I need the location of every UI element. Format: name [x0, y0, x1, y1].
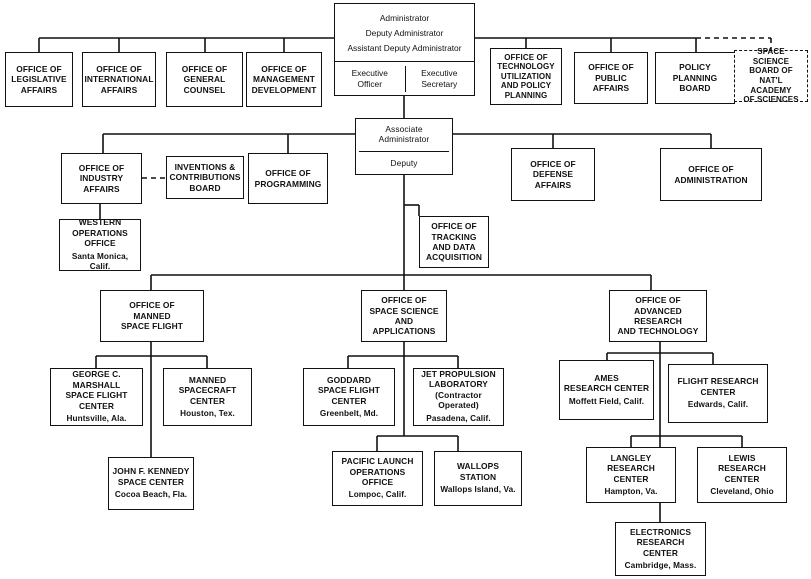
executive-secretary-line2: Secretary — [421, 78, 458, 89]
executive-row: Executive Officer Executive Secretary — [335, 61, 474, 95]
office-industry-affairs: OFFICE OF INDUSTRY AFFAIRS — [61, 153, 142, 204]
office-international-affairs-label: OFFICE OF INTERNATIONAL AFFAIRS — [84, 63, 154, 95]
electronics-research-center-label: ELECTRONICS RESEARCH CENTER — [629, 526, 692, 558]
pacific-launch-operations-office-label: PACIFIC LAUNCH OPERATIONS OFFICE — [341, 456, 414, 487]
associate-administrator-title: Associate Administrator — [378, 124, 430, 145]
office-general-counsel: OFFICE OF GENERAL COUNSEL — [166, 52, 243, 107]
western-operations-office: WESTERN OPERATIONS OFFICE Santa Monica, … — [59, 217, 141, 272]
manned-spacecraft-center: MANNED SPACECRAFT CENTER Houston, Tex. — [163, 368, 252, 426]
western-operations-office-label: WESTERN OPERATIONS OFFICE — [72, 217, 128, 249]
space-science-board-label: SPACE SCIENCE BOARD OF NAT'L ACADEMY OF … — [743, 47, 799, 105]
jet-propulsion-laboratory-location: Pasadena, Calif. — [426, 413, 491, 423]
ames-research-center-location: Moffett Field, Calif. — [568, 396, 645, 406]
kennedy-space-center-location: Cocoa Beach, Fla. — [114, 490, 188, 500]
goddard-space-flight-center: GODDARD SPACE FLIGHT CENTER Greenbelt, M… — [303, 368, 395, 426]
office-general-counsel-label: OFFICE OF GENERAL COUNSEL — [181, 63, 228, 95]
jet-propulsion-laboratory-label: JET PROPULSION LABORATORY — [421, 368, 496, 390]
administrator-title: Administrator — [379, 13, 430, 23]
lewis-research-center-location: Cleveland, Ohio — [710, 486, 774, 496]
lewis-research-center: LEWIS RESEARCH CENTER Cleveland, Ohio — [697, 447, 787, 503]
office-manned-space-flight: OFFICE OF MANNED SPACE FLIGHT — [100, 290, 204, 342]
office-legislative-affairs: OFFICE OF LEGISLATIVE AFFAIRS — [5, 52, 73, 107]
electronics-research-center-location: Cambridge, Mass. — [624, 560, 697, 570]
associate-administrator-box: Associate Administrator Deputy — [355, 118, 453, 175]
manned-spacecraft-center-label: MANNED SPACECRAFT CENTER — [178, 374, 237, 406]
langley-research-center: LANGLEY RESEARCH CENTER Hampton, Va. — [586, 447, 676, 503]
executive-officer-line1: Executive — [351, 68, 388, 79]
western-operations-office-location: Santa Monica, Calif. — [71, 251, 129, 272]
associate-divider — [359, 150, 449, 152]
office-management-development-label: OFFICE OF MANAGEMENT DEVELOPMENT — [251, 63, 317, 95]
policy-planning-board-label: POLICY PLANNING BOARD — [672, 62, 718, 94]
inventions-contributions-board: INVENTIONS & CONTRIBUTIONS BOARD — [166, 156, 244, 199]
marshall-space-flight-center-location: Huntsville, Ala. — [66, 414, 127, 424]
goddard-space-flight-center-label: GODDARD SPACE FLIGHT CENTER — [318, 374, 380, 406]
deputy-administrator-title: Deputy Administrator — [365, 28, 444, 38]
jet-propulsion-laboratory-note: (Contractor Operated) — [435, 389, 482, 411]
executive-officer-line2: Officer — [357, 78, 382, 89]
office-technology-utilization-label: OFFICE OF TECHNOLOGY UTILIZATION AND POL… — [497, 52, 555, 100]
office-programming: OFFICE OF PROGRAMMING — [248, 153, 328, 204]
assistant-deputy-administrator-title: Assistant Deputy Administrator — [347, 43, 462, 53]
executive-divider — [405, 66, 406, 92]
administrator-box: Administrator Deputy Administrator Assis… — [334, 3, 475, 96]
marshall-space-flight-center: GEORGE C. MARSHALL SPACE FLIGHT CENTER H… — [50, 368, 143, 426]
office-defense-affairs-label: OFFICE OF DEFENSE AFFAIRS — [530, 158, 576, 190]
office-legislative-affairs-label: OFFICE OF LEGISLATIVE AFFAIRS — [11, 63, 67, 95]
pacific-launch-operations-office: PACIFIC LAUNCH OPERATIONS OFFICE Lompoc,… — [332, 451, 423, 506]
office-advanced-research-technology: OFFICE OF ADVANCED RESEARCH AND TECHNOLO… — [609, 290, 707, 342]
executive-secretary: Executive Secretary — [405, 62, 475, 95]
office-administration-label: OFFICE OF ADMINISTRATION — [674, 164, 748, 185]
office-advanced-research-technology-label: OFFICE OF ADVANCED RESEARCH AND TECHNOLO… — [617, 295, 699, 337]
space-science-board: SPACE SCIENCE BOARD OF NAT'L ACADEMY OF … — [734, 47, 808, 105]
wallops-station: WALLOPS STATION Wallops Island, Va. — [434, 451, 522, 506]
goddard-space-flight-center-location: Greenbelt, Md. — [319, 408, 379, 418]
flight-research-center-label: FLIGHT RESEARCH CENTER — [677, 376, 759, 397]
office-manned-space-flight-label: OFFICE OF MANNED SPACE FLIGHT — [121, 300, 183, 332]
wallops-station-label: WALLOPS STATION — [456, 461, 500, 482]
jet-propulsion-laboratory: JET PROPULSION LABORATORY (Contractor Op… — [413, 368, 504, 426]
executive-officer: Executive Officer — [335, 62, 405, 95]
manned-spacecraft-center-location: Houston, Tex. — [180, 408, 235, 418]
office-technology-utilization: OFFICE OF TECHNOLOGY UTILIZATION AND POL… — [490, 48, 562, 105]
langley-research-center-location: Hampton, Va. — [604, 486, 658, 496]
langley-research-center-label: LANGLEY RESEARCH CENTER — [607, 452, 655, 484]
associate-deputy-title: Deputy — [390, 157, 418, 168]
office-space-science-applications-label: OFFICE OF SPACE SCIENCE AND APPLICATIONS — [369, 295, 439, 337]
office-public-affairs: OFFICE OF PUBLIC AFFAIRS — [574, 52, 648, 104]
ames-research-center: AMES RESEARCH CENTER Moffett Field, Cali… — [559, 360, 654, 420]
kennedy-space-center: JOHN F. KENNEDY SPACE CENTER Cocoa Beach… — [108, 457, 194, 510]
electronics-research-center: ELECTRONICS RESEARCH CENTER Cambridge, M… — [615, 522, 706, 576]
office-administration: OFFICE OF ADMINISTRATION — [660, 148, 762, 201]
lewis-research-center-label: LEWIS RESEARCH CENTER — [718, 452, 766, 484]
executive-secretary-line1: Executive — [421, 68, 458, 79]
office-space-science-applications: OFFICE OF SPACE SCIENCE AND APPLICATIONS — [361, 290, 447, 342]
office-tracking-data-acquisition-label: OFFICE OF TRACKING AND DATA ACQUISITION — [425, 221, 482, 263]
ames-research-center-label: AMES RESEARCH CENTER — [563, 372, 650, 394]
kennedy-space-center-label: JOHN F. KENNEDY SPACE CENTER — [112, 466, 190, 487]
office-tracking-data-acquisition: OFFICE OF TRACKING AND DATA ACQUISITION — [419, 216, 489, 268]
flight-research-center: FLIGHT RESEARCH CENTER Edwards, Calif. — [668, 364, 768, 423]
marshall-space-flight-center-label: GEORGE C. MARSHALL SPACE FLIGHT CENTER — [65, 369, 128, 411]
flight-research-center-location: Edwards, Calif. — [687, 400, 749, 410]
wallops-station-location: Wallops Island, Va. — [440, 485, 516, 495]
inventions-contributions-board-label: INVENTIONS & CONTRIBUTIONS BOARD — [169, 161, 241, 193]
policy-planning-board: POLICY PLANNING BOARD — [655, 52, 735, 104]
pacific-launch-operations-office-location: Lompoc, Calif. — [348, 490, 407, 500]
office-programming-label: OFFICE OF PROGRAMMING — [254, 168, 322, 189]
office-public-affairs-label: OFFICE OF PUBLIC AFFAIRS — [588, 62, 634, 94]
office-international-affairs: OFFICE OF INTERNATIONAL AFFAIRS — [82, 52, 156, 107]
office-management-development: OFFICE OF MANAGEMENT DEVELOPMENT — [246, 52, 322, 107]
office-industry-affairs-label: OFFICE OF INDUSTRY AFFAIRS — [78, 162, 125, 194]
office-defense-affairs: OFFICE OF DEFENSE AFFAIRS — [511, 148, 595, 201]
